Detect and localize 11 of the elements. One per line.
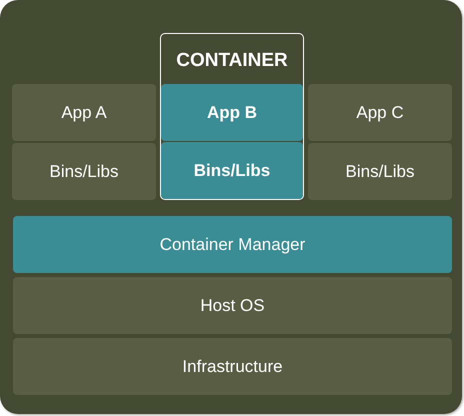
container-title: CONTAINER [176, 49, 288, 73]
app-box: App C [308, 84, 452, 141]
app-box: App B [161, 84, 303, 141]
library-box: Bins/Libs [308, 143, 452, 200]
library-box: Bins/Libs [12, 143, 156, 200]
layer-box: Host OS [13, 277, 452, 334]
layer-box: Container Manager [13, 216, 452, 273]
app-box: App A [12, 84, 156, 141]
layer-box: Infrastructure [13, 338, 452, 395]
library-box: Bins/Libs [161, 142, 303, 199]
container-frame [160, 33, 304, 200]
